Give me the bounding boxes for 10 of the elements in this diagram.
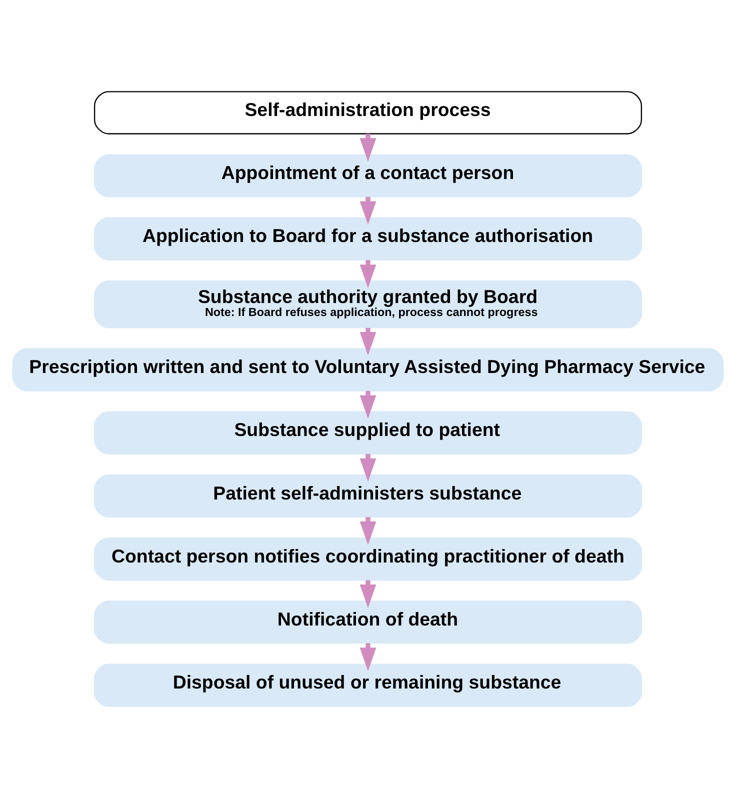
node-box: Substance authority granted by Board Note: If Board refuses application, process cannot progress [94, 280, 642, 328]
node-box: Prescription written and sent to Voluntary Assisted Dying Pharmacy Service [12, 348, 724, 392]
node-box: Appointment of a contact person [94, 154, 642, 198]
node-box: Application to Board for a substance authorisation [94, 217, 642, 261]
node-box: Self-administration process [94, 91, 642, 134]
node-box: Patient self-administers substance [94, 474, 642, 518]
node-box: Contact person notifies coordinating practitioner of death [94, 537, 642, 581]
node-box: Notification of death [94, 600, 642, 644]
node-box: Disposal of unused or remaining substance [94, 664, 642, 707]
node-box: Substance supplied to patient [94, 411, 642, 454]
